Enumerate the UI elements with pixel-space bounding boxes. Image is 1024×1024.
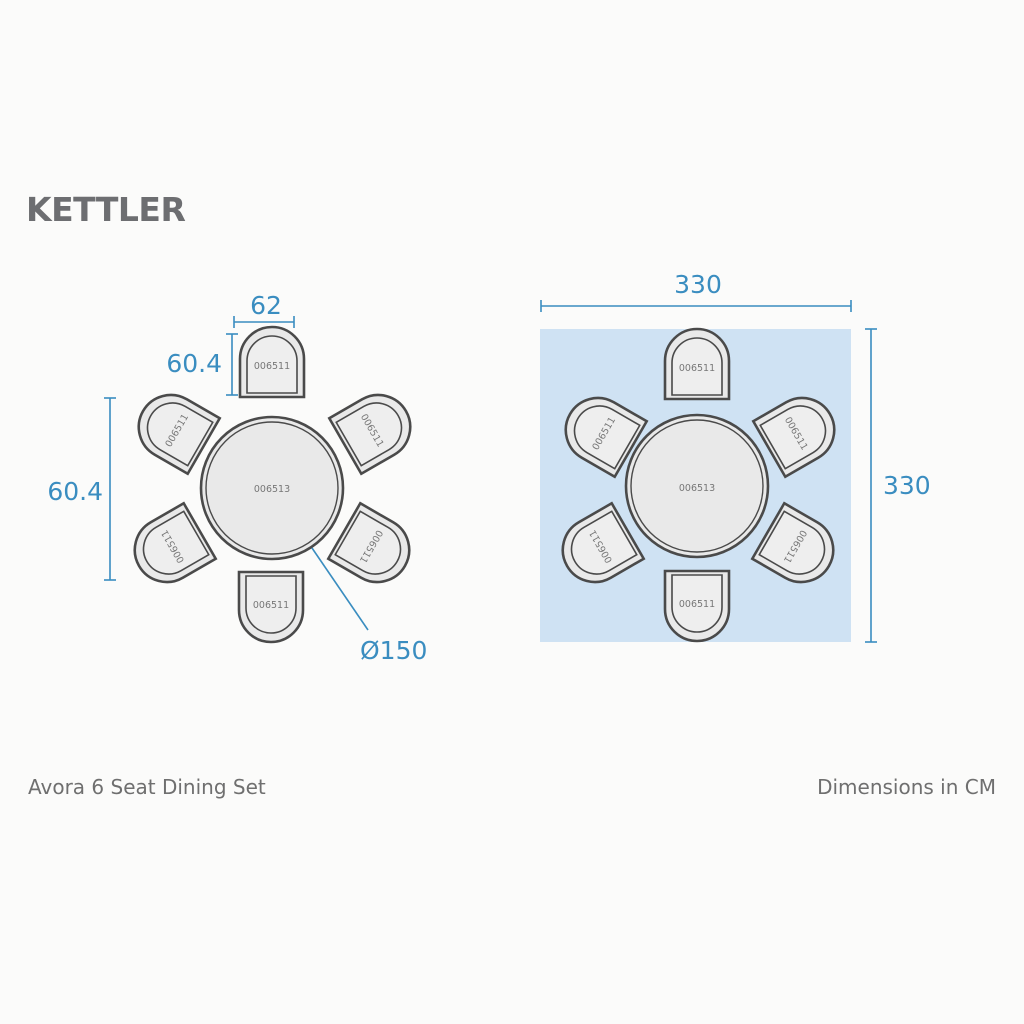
svg-text:006513: 006513: [679, 483, 715, 494]
chair-lower-left: 006511: [121, 501, 218, 596]
area-chair-top: 006511: [663, 327, 731, 401]
area-chair-upper-left: 006511: [552, 384, 649, 479]
diameter-leader-line: [311, 547, 369, 631]
right-area-plan: 006511 006511 006511 006511 006511 00651…: [540, 270, 931, 643]
chair-depth-label: 60.4: [166, 349, 222, 378]
units-note-caption: Dimensions in CM: [817, 775, 996, 799]
left-plan: 006511 006511 006511 006511 006511 00651…: [47, 291, 427, 665]
area-depth-label: 330: [883, 471, 931, 500]
table: 006513: [199, 415, 345, 561]
area-chair-upper-right: 006511: [751, 384, 848, 479]
area-width-label: 330: [674, 270, 722, 299]
area-chair-lower-left: 006511: [549, 501, 646, 596]
svg-text:006511: 006511: [679, 599, 715, 610]
chair-top-code: 006511: [254, 361, 290, 372]
chair-depth-dimension-line: [226, 333, 238, 396]
area-chair-bottom: 006511: [663, 569, 731, 643]
area-width-dimension-line: [540, 300, 852, 312]
chair-width-label: 62: [250, 291, 282, 320]
table-code: 006513: [254, 484, 290, 495]
side-depth-label: 60.4: [47, 477, 103, 506]
product-name-caption: Avora 6 Seat Dining Set: [28, 775, 266, 799]
svg-text:006511: 006511: [679, 363, 715, 374]
area-chair-lower-right: 006511: [750, 501, 847, 596]
chair-lower-right: 006511: [326, 501, 423, 596]
chair-upper-left: 006511: [125, 381, 222, 476]
side-depth-dimension-line: [104, 397, 116, 581]
table-diameter-label: Ø150: [360, 636, 427, 665]
area-table: 006513: [624, 413, 770, 559]
area-depth-dimension-line: [865, 328, 877, 643]
chair-width-dimension-line: [233, 316, 295, 328]
chair-bottom: 006511: [237, 570, 305, 644]
chair-top: 006511: [238, 325, 306, 399]
chair-bottom-code: 006511: [253, 600, 289, 611]
chair-upper-right: 006511: [327, 381, 424, 476]
kettler-logo: KETTLER: [26, 190, 186, 229]
